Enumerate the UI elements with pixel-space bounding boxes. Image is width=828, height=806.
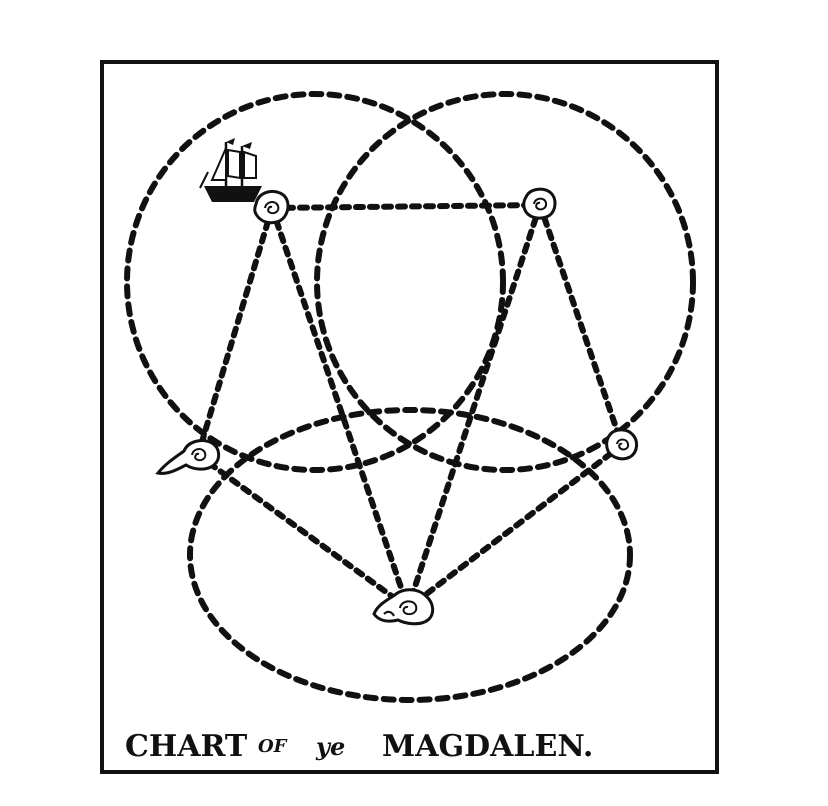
title-word-ye: ye [315, 732, 345, 761]
route-diagonal-left [269, 205, 411, 611]
title-word-magdalen: MAGDALEN. [382, 729, 593, 764]
title-word-chart: CHART [125, 729, 248, 764]
island-icon [372, 588, 435, 626]
lower-circle-route [187, 407, 633, 703]
route-lower-left [195, 452, 411, 611]
island-icon [253, 189, 290, 225]
route-lower-right [405, 442, 625, 611]
route-top [269, 202, 543, 211]
left-circle-route [124, 91, 506, 473]
island-icon [155, 439, 221, 475]
chart-title: CHART OF ye MAGDALEN. [125, 729, 593, 764]
island-icon [605, 428, 639, 461]
right-circle-route [314, 91, 696, 473]
route-upper-right [537, 202, 625, 448]
ship-icon [199, 138, 262, 202]
island-icon [522, 187, 557, 220]
route-diagonal-right [405, 202, 543, 611]
title-word-of: OF [258, 736, 288, 757]
chart-frame [100, 60, 719, 774]
route-upper-left [195, 205, 275, 458]
